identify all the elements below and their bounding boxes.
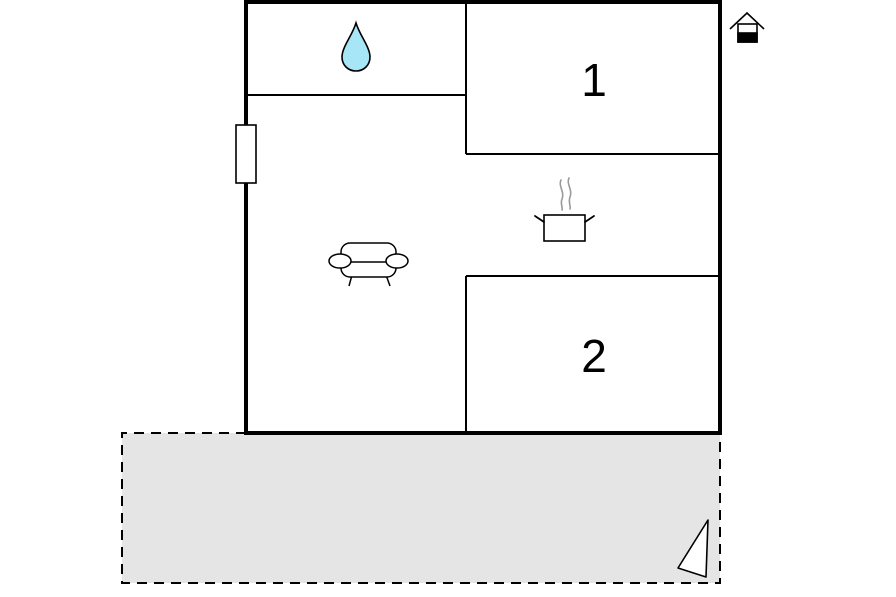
terrace [121, 432, 721, 584]
water-drop-icon [341, 20, 371, 72]
house-entrance-icon [729, 11, 765, 43]
viewpoint-icon [677, 519, 709, 578]
sofa-icon [328, 242, 409, 287]
interior-walls [246, 2, 720, 433]
outer-walls [244, 0, 722, 435]
cooking-pot-icon [534, 177, 595, 242]
window [235, 124, 257, 184]
room-2-label: 2 [581, 330, 607, 382]
room-1-label: 1 [581, 54, 607, 106]
